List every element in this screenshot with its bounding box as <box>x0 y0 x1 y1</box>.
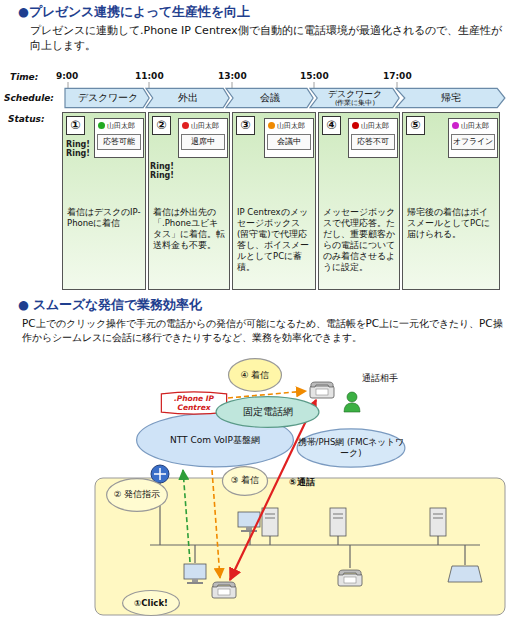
node-text: 山田太郎 <box>95 122 143 131</box>
label-text: 17:00 <box>383 71 412 81</box>
node-text: ⑤ <box>406 116 425 135</box>
ellipse-node: 携帯/PHS網 (FMCネットワーク) <box>296 428 406 468</box>
panel-box: ② 着信は外出先の「.Phoneユビキタス」に着信。転送料金も不要。 山田太郎退席中 <box>148 112 230 290</box>
node-text: ①Click! <box>134 598 168 608</box>
label-text: ● スムーズな発信で業務効率化 <box>18 297 202 314</box>
chevron-box: 帰宅 <box>396 88 506 108</box>
label-text: 13:00 <box>218 71 247 81</box>
node-text: デスクワーク <box>78 92 138 105</box>
label-text: PC上でのクリック操作で手元の電話からの発信が可能になるため、電話帳をPC上に一… <box>22 316 507 344</box>
status-dot <box>182 122 189 129</box>
label-text: Status: <box>8 114 45 124</box>
ellipse-node: ② 発信指示 <box>106 478 168 512</box>
node-text: 着信は外出先の「.Phoneユビキタス」に着信。転送料金も不要。 <box>153 207 226 251</box>
status-dot <box>352 122 359 129</box>
node-text: 山田太郎 <box>449 122 497 131</box>
node-text: 会議中 <box>267 134 311 150</box>
node-text: ② <box>152 116 171 135</box>
chevron-box: 会議 <box>226 88 314 108</box>
node-text: 応答不可 <box>351 134 395 150</box>
panel-box: 山田太郎オフライン <box>448 118 498 158</box>
node-text: 会議 <box>260 92 280 105</box>
node-text: 携帯/PHS網 (FMCネットワーク) <box>296 437 406 459</box>
panel-box: ⑤ 帰宅後の着信はボイスメールとしてPCに届けられる。 山田太郎オフライン <box>402 112 500 290</box>
node-text: ④ <box>322 116 341 135</box>
node-text: (作業に集中) <box>335 99 375 107</box>
node-text: 外出 <box>178 92 198 105</box>
node-text: ③ <box>236 116 255 135</box>
node-text: IP Centrexのメッセージボックス(留守電)で代理応答し、ボイスメールとし… <box>237 207 312 273</box>
panel-box: 山田太郎応答可能 <box>94 118 144 158</box>
label-text: Ring! Ring! <box>66 140 98 158</box>
node-text: 着信はデスクのIP-Phoneに着信 <box>67 207 142 229</box>
node-text: 帰宅 <box>441 92 461 105</box>
label-text: ⑤通話 <box>289 476 315 489</box>
label-text: プレゼンスに連動して.Phone IP Centrex側で自動的に電話環境が最適… <box>30 23 510 53</box>
node-text: NTT Com VoIP基盤網 <box>170 434 260 447</box>
node-text: メッセージボックスで代理応答。ただし、重要顧客からの電話についてのみ着信させるよ… <box>323 207 396 273</box>
ellipse-node: ①Click! <box>122 590 180 616</box>
chevron-box: 外出 <box>146 88 230 108</box>
ellipse-node: ③ 着信 <box>222 466 268 496</box>
status-dot <box>268 122 275 129</box>
node-text: 固定電話網 <box>243 405 293 419</box>
node-text: 帰宅後の着信はボイスメールとしてPCに届けられる。 <box>407 207 496 240</box>
label-text: ●プレゼンス連携によって生産性を向上 <box>18 4 250 21</box>
panel-box: 山田太郎退席中 <box>178 118 228 158</box>
node-text: ④ 着信 <box>241 369 270 382</box>
node-text: ③ 着信 <box>231 475 259 487</box>
chevron-box: デスクワーク(作業に集中) <box>310 88 400 108</box>
label-text: 通話相手 <box>362 372 398 385</box>
node-text: デスクワーク <box>328 90 382 99</box>
status-dot <box>98 122 105 129</box>
panel-box: 山田太郎会議中 <box>264 118 314 158</box>
label-text: 15:00 <box>300 71 329 81</box>
node-text: 山田太郎 <box>265 122 313 131</box>
node-text: 山田太郎 <box>179 122 227 131</box>
panel-box: ④ メッセージボックスで代理応答。ただし、重要顧客からの電話についてのみ着信させる… <box>318 112 400 290</box>
panel-box: ① 着信はデスクのIP-Phoneに着信 山田太郎応答可能 <box>62 112 146 290</box>
node-text: ② 発信指示 <box>114 489 160 501</box>
node-text: .Phone IP Centrex <box>160 394 228 412</box>
label-text: Time: <box>10 72 38 82</box>
label-text: 11:00 <box>135 71 164 81</box>
label-text: Ring! Ring! <box>150 162 182 180</box>
ellipse-node: ④ 着信 <box>228 358 282 392</box>
ellipse-node: 固定電話網 <box>215 396 320 428</box>
node-text: 山田太郎 <box>349 122 397 131</box>
panel-box: 山田太郎応答不可 <box>348 118 398 158</box>
panel-box: ③ IP Centrexのメッセージボックス(留守電)で代理応答し、ボイスメールと… <box>232 112 316 290</box>
node-text: 退席中 <box>181 134 225 150</box>
node-text: ① <box>66 116 85 135</box>
node-text: 応答可能 <box>97 134 141 150</box>
label-text: 9:00 <box>56 71 78 81</box>
node-text: オフライン <box>451 134 495 150</box>
label-text: Schedule: <box>4 93 54 103</box>
chevron-box: デスクワーク <box>65 88 150 108</box>
status-dot <box>452 122 459 129</box>
